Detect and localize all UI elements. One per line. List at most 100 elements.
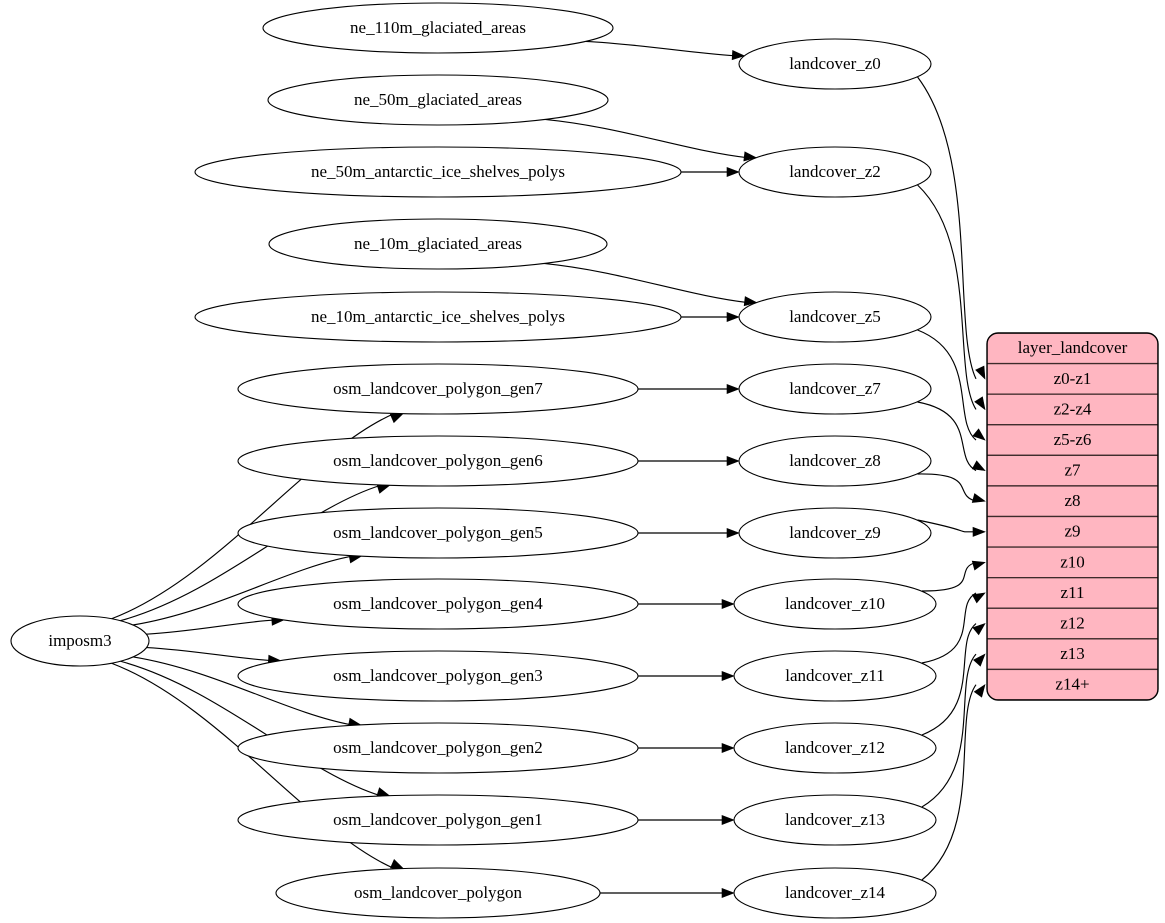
table-row-z12[interactable] [987,607,1158,640]
node-label-landcover_z14: landcover_z14 [785,883,886,902]
node-label-landcover_z13: landcover_z13 [785,810,885,829]
edge-arrowhead [975,365,986,380]
node-ne_50m_glaciated_areas[interactable]: ne_50m_glaciated_areas [267,74,609,126]
node-label-ne_50m_antarctic_ice_shelves_polys: ne_50m_antarctic_ice_shelves_polys [311,162,565,181]
node-landcover_z8[interactable]: landcover_z8 [738,435,932,487]
edge-landcover_z9-to-z9 [917,519,977,533]
edge-ne_50m_glaciated_areas-to-landcover_z2 [545,118,748,159]
table-row-label-z5-z6: z5-z6 [1054,430,1092,449]
node-landcover_z12[interactable]: landcover_z12 [733,722,937,774]
node-shape-landcover_z8 [738,435,932,487]
node-landcover_z13[interactable]: landcover_z13 [733,794,937,846]
edge-landcover_z11-to-z11 [921,592,977,664]
node-shape-ne_10m_glaciated_areas [268,218,608,270]
table-row-label-z10: z10 [1060,552,1085,571]
node-shape-osm_landcover_polygon_gen2 [237,722,639,774]
node-osm_landcover_polygon_gen3[interactable]: osm_landcover_polygon_gen3 [237,650,639,702]
node-shape-landcover_z11 [733,650,937,702]
node-label-ne_10m_glaciated_areas: ne_10m_glaciated_areas [354,234,522,253]
node-label-landcover_z7: landcover_z7 [789,379,881,398]
node-ne_50m_antarctic_ice_shelves_polys[interactable]: ne_50m_antarctic_ice_shelves_polys [194,146,682,198]
node-osm_landcover_polygon_gen6[interactable]: osm_landcover_polygon_gen6 [237,435,639,487]
node-label-osm_landcover_polygon_gen3: osm_landcover_polygon_gen3 [333,666,543,685]
node-osm_landcover_polygon_gen1[interactable]: osm_landcover_polygon_gen1 [237,794,639,846]
table-row-z5-z6[interactable] [987,424,1158,456]
node-label-landcover_z10: landcover_z10 [785,594,885,613]
edge-imposm3-to-osm_landcover_polygon_gen5 [132,555,353,626]
node-label-imposm3: imposm3 [48,631,111,650]
layer-landcover-table: layer_landcoverz0-z1z2-z4z5-z6z7z8z9z10z… [986,332,1159,701]
edge-imposm3-to-osm_landcover_polygon_gen4 [146,619,275,635]
table-row-label-z13: z13 [1060,644,1085,663]
edge-arrowhead [972,623,986,636]
node-label-landcover_z12: landcover_z12 [785,738,885,757]
node-shape-osm_landcover_polygon_gen1 [237,794,639,846]
node-landcover_z14[interactable]: landcover_z14 [733,867,937,919]
node-landcover_z0[interactable]: landcover_z0 [738,38,932,90]
node-shape-ne_10m_antarctic_ice_shelves_polys [194,291,682,343]
node-shape-landcover_z14 [733,867,937,919]
node-landcover_z7[interactable]: landcover_z7 [738,363,932,415]
table-row-label-z8: z8 [1064,491,1080,510]
edge-arrowhead [973,653,986,667]
node-shape-osm_landcover_polygon [275,867,601,919]
edge-landcover_z13-to-z13 [921,653,977,808]
node-shape-landcover_z9 [738,507,932,559]
node-ne_10m_glaciated_areas[interactable]: ne_10m_glaciated_areas [268,218,608,270]
edges-layer [111,40,986,899]
node-osm_landcover_polygon_gen2[interactable]: osm_landcover_polygon_gen2 [237,722,639,774]
node-label-ne_110m_glaciated_areas: ne_110m_glaciated_areas [350,18,526,37]
node-label-landcover_z11: landcover_z11 [785,666,884,685]
node-osm_landcover_polygon_gen4[interactable]: osm_landcover_polygon_gen4 [237,578,639,630]
edge-arrowhead [971,493,986,503]
node-shape-landcover_z10 [733,578,937,630]
table-row-label-z7: z7 [1064,461,1081,480]
edge-arrowhead [721,887,735,899]
edge-arrowhead [721,670,735,682]
node-ne_10m_antarctic_ice_shelves_polys[interactable]: ne_10m_antarctic_ice_shelves_polys [194,291,682,343]
node-shape-ne_110m_glaciated_areas [262,2,614,54]
edge-arrowhead [973,684,986,698]
edge-landcover_z7-to-z7 [917,401,977,472]
node-label-ne_50m_glaciated_areas: ne_50m_glaciated_areas [354,90,522,109]
edge-landcover_z2-to-z2-z4 [917,184,977,410]
node-shape-ne_50m_glaciated_areas [267,74,609,126]
edge-arrowhead [731,50,746,61]
node-osm_landcover_polygon_gen5[interactable]: osm_landcover_polygon_gen5 [237,507,639,559]
node-landcover_z10[interactable]: landcover_z10 [733,578,937,630]
table-row-z14+[interactable] [987,668,1158,700]
edge-arrowhead [971,460,986,472]
edge-landcover_z0-to-z0-z1 [917,76,977,380]
nodes-layer: imposm3 ne_110m_glaciated_areas ne_50m_gla… [10,2,937,919]
table-header-cell [987,333,1158,365]
node-shape-landcover_z7 [738,363,932,415]
node-osm_landcover_polygon[interactable]: osm_landcover_polygon [275,867,601,919]
edge-landcover_z5-to-z5-z6 [917,329,977,441]
node-landcover_z9[interactable]: landcover_z9 [738,507,932,559]
edge-arrowhead [743,296,758,307]
edge-arrowhead [971,592,986,604]
node-imposm3[interactable]: imposm3 [10,615,150,667]
node-shape-landcover_z13 [733,794,937,846]
node-landcover_z5[interactable]: landcover_z5 [738,291,932,343]
edge-arrowhead [726,527,740,539]
node-landcover_z2[interactable]: landcover_z2 [738,146,932,198]
edge-arrowhead [726,166,740,178]
node-shape-osm_landcover_polygon_gen4 [237,578,639,630]
edge-imposm3-to-osm_landcover_polygon_gen2 [133,656,352,726]
node-label-osm_landcover_polygon_gen6: osm_landcover_polygon_gen6 [333,451,543,470]
table-row-label-z14+: z14+ [1055,675,1089,694]
node-landcover_z11[interactable]: landcover_z11 [733,650,937,702]
edge-arrowhead [721,742,735,754]
node-shape-landcover_z2 [738,146,932,198]
node-shape-osm_landcover_polygon_gen6 [237,435,639,487]
node-osm_landcover_polygon_gen7[interactable]: osm_landcover_polygon_gen7 [237,363,639,415]
node-ne_110m_glaciated_areas[interactable]: ne_110m_glaciated_areas [262,2,614,54]
node-label-osm_landcover_polygon_gen7: osm_landcover_polygon_gen7 [333,379,543,398]
node-shape-landcover_z5 [738,291,932,343]
edge-arrowhead [726,455,740,467]
node-label-landcover_z5: landcover_z5 [789,307,881,326]
table-row-z0-z1[interactable] [987,362,1158,395]
